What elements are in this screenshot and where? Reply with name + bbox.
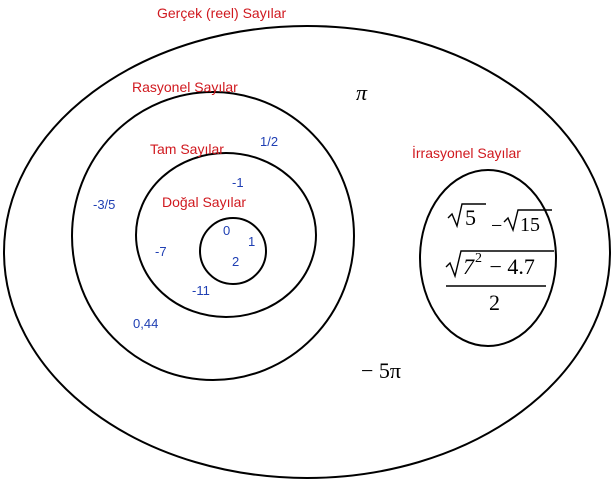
radical-sign-icon: [503, 209, 552, 233]
irrational-numbers-ellipse: [419, 169, 557, 347]
radical-sign-icon: [445, 250, 554, 279]
pi-symbol: π: [356, 80, 368, 105]
integer-numbers-label: Tam Sayılar: [150, 141, 224, 157]
rational-number-half: 1/2: [260, 134, 278, 149]
rational-numbers-label: Rasyonel Sayılar: [132, 79, 238, 95]
fraction-expression: 7 2 − 4.7 2: [445, 250, 554, 315]
natural-number-0: 0: [223, 223, 230, 238]
rational-numbers-ellipse: [71, 91, 355, 381]
fraction-rest: − 4.7: [484, 254, 535, 279]
fraction-denominator: 2: [489, 290, 500, 315]
integer-number-neg11: -11: [192, 283, 210, 298]
integer-numbers-ellipse: [135, 152, 317, 318]
neg-five-pi: − 5π: [361, 358, 401, 383]
irrational-numbers-label: İrrasyonel Sayılar: [412, 144, 521, 161]
natural-number-1: 1: [248, 234, 255, 249]
neg-sqrt-15-expression: − 15: [491, 209, 552, 237]
fraction-base: 7: [463, 254, 475, 279]
natural-number-2: 2: [232, 254, 239, 269]
fraction-exponent: 2: [475, 251, 482, 266]
neg-sign: −: [491, 215, 502, 237]
rational-number-neg3-5: -3/5: [93, 197, 115, 212]
natural-numbers-label: Doğal Sayılar: [162, 194, 246, 210]
rational-number-0-44: 0,44: [133, 316, 158, 331]
sqrt-5-radicand: 5: [465, 205, 476, 230]
real-numbers-ellipse: [3, 25, 611, 479]
natural-numbers-ellipse: [199, 217, 267, 285]
sqrt-5-expression: 5: [447, 203, 486, 230]
integer-number-neg1: -1: [232, 175, 244, 190]
integer-number-neg7: -7: [155, 244, 167, 259]
sqrt-15-radicand: 15: [520, 214, 540, 236]
radical-sign-icon: [447, 203, 486, 229]
real-numbers-label: Gerçek (reel) Sayılar: [157, 5, 286, 21]
